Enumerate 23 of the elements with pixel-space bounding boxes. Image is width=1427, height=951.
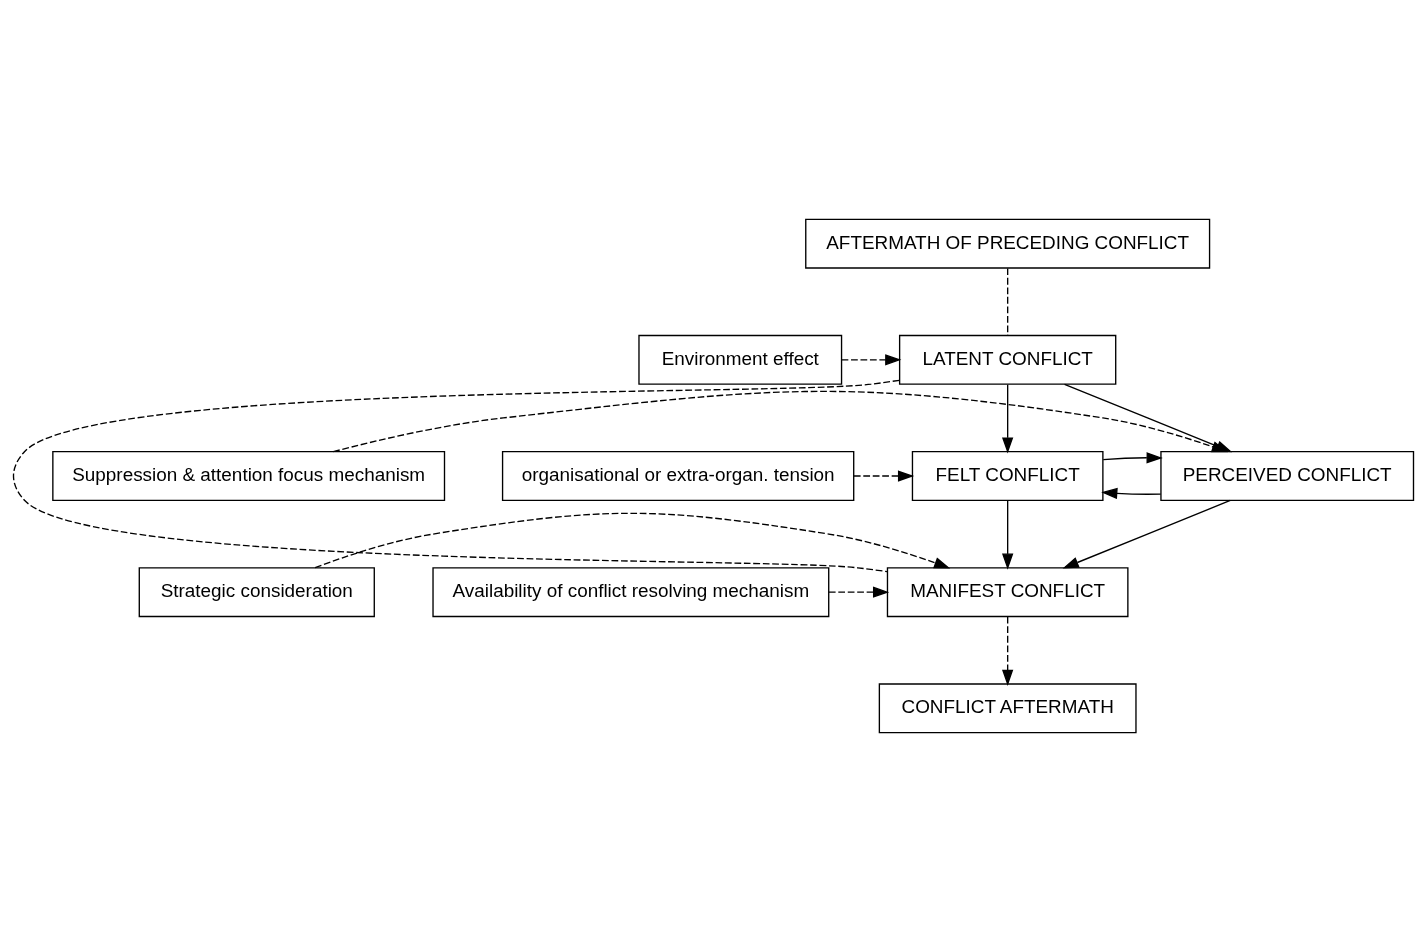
arrow [314,512,951,568]
arrow [1062,499,1231,568]
node-box: organisational or extra-organ. tension [501,450,855,501]
arrow [828,585,890,598]
node-box: Environment effect [638,334,843,385]
node-box: LATENT CONFLICT [898,334,1117,385]
node-box: CONFLICT AFTERMATH [878,682,1137,733]
arrow [1101,487,1162,499]
arrow [1002,383,1014,454]
node-box: MANIFEST CONFLICT [886,566,1129,617]
arrow [853,469,915,482]
node-box: PERCEIVED CONFLICT [1160,450,1415,501]
node-box: Suppression & attention focus mechanism [52,450,446,501]
node-box: AFTERMATH OF PRECEDING CONFLICT [805,218,1211,269]
arrow [1102,451,1163,463]
arrow [1002,499,1014,570]
connector [12,379,901,572]
arrow [332,390,1228,452]
node-box: Strategic consideration [138,566,375,617]
node-box: FELT CONFLICT [911,450,1104,501]
arrow [840,353,902,366]
node-box: Availability of conflict resolving mechanism [432,566,830,617]
arrow [1002,615,1014,686]
